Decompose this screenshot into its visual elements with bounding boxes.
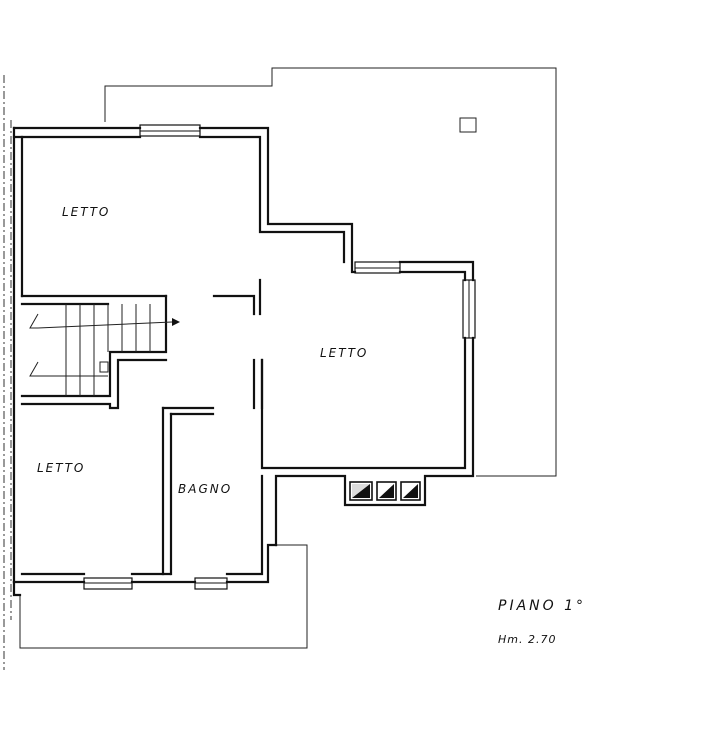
flue-vents: [349, 481, 421, 501]
room-label-bagno: BAGNO: [178, 482, 232, 496]
flue-1: [349, 481, 373, 501]
exterior-walls: [12, 124, 476, 597]
chimney-square: [459, 117, 477, 133]
staircase: [29, 304, 180, 396]
room-label-letto-sw: LETTO: [37, 461, 85, 475]
flue-3: [400, 481, 421, 501]
floor-title: PIANO 1°: [498, 598, 586, 614]
left-boundary-lines: [3, 75, 12, 670]
room-label-letto-nw: LETTO: [62, 205, 110, 219]
flue-2: [376, 481, 397, 501]
lower-terrace-outline: [19, 544, 308, 649]
height-note: Hm. 2.70: [498, 633, 556, 646]
interior-walls: [20, 278, 264, 576]
terrace-outline: [104, 67, 557, 477]
room-label-letto-e: LETTO: [320, 346, 368, 360]
stair-arrow: [172, 318, 180, 326]
